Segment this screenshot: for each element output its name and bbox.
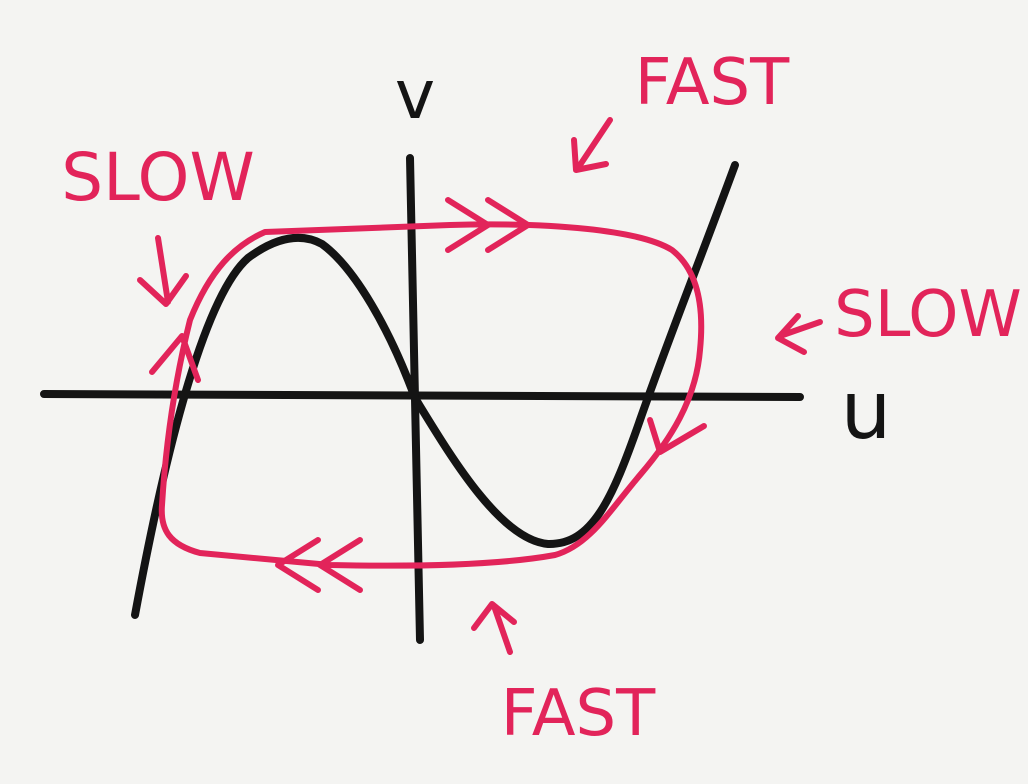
slow-right-label: SLOW (834, 278, 1022, 352)
annotation-pointers (137, 117, 823, 655)
flow-arrows (149, 197, 707, 593)
fast-right-double-arrow (445, 197, 531, 253)
v-axis-label: v (395, 56, 435, 135)
u-axis (40, 390, 804, 401)
slow-left-pointer (137, 235, 189, 307)
u-axis-label: u (841, 364, 892, 457)
limit-cycle-loop (158, 221, 705, 569)
fast-bottom-label: FAST (501, 677, 656, 751)
slow-up-arrow-left (149, 333, 201, 383)
fast-top-pointer (571, 117, 613, 173)
fast-left-double-arrow (275, 537, 363, 593)
fast-bottom-pointer (471, 601, 517, 655)
slow-down-arrow-right (647, 417, 707, 455)
slow-right-pointer (775, 313, 823, 355)
slow-left-label: SLOW (61, 139, 255, 216)
fast-top-label: FAST (635, 46, 790, 120)
cubic-nullcline (131, 161, 739, 619)
